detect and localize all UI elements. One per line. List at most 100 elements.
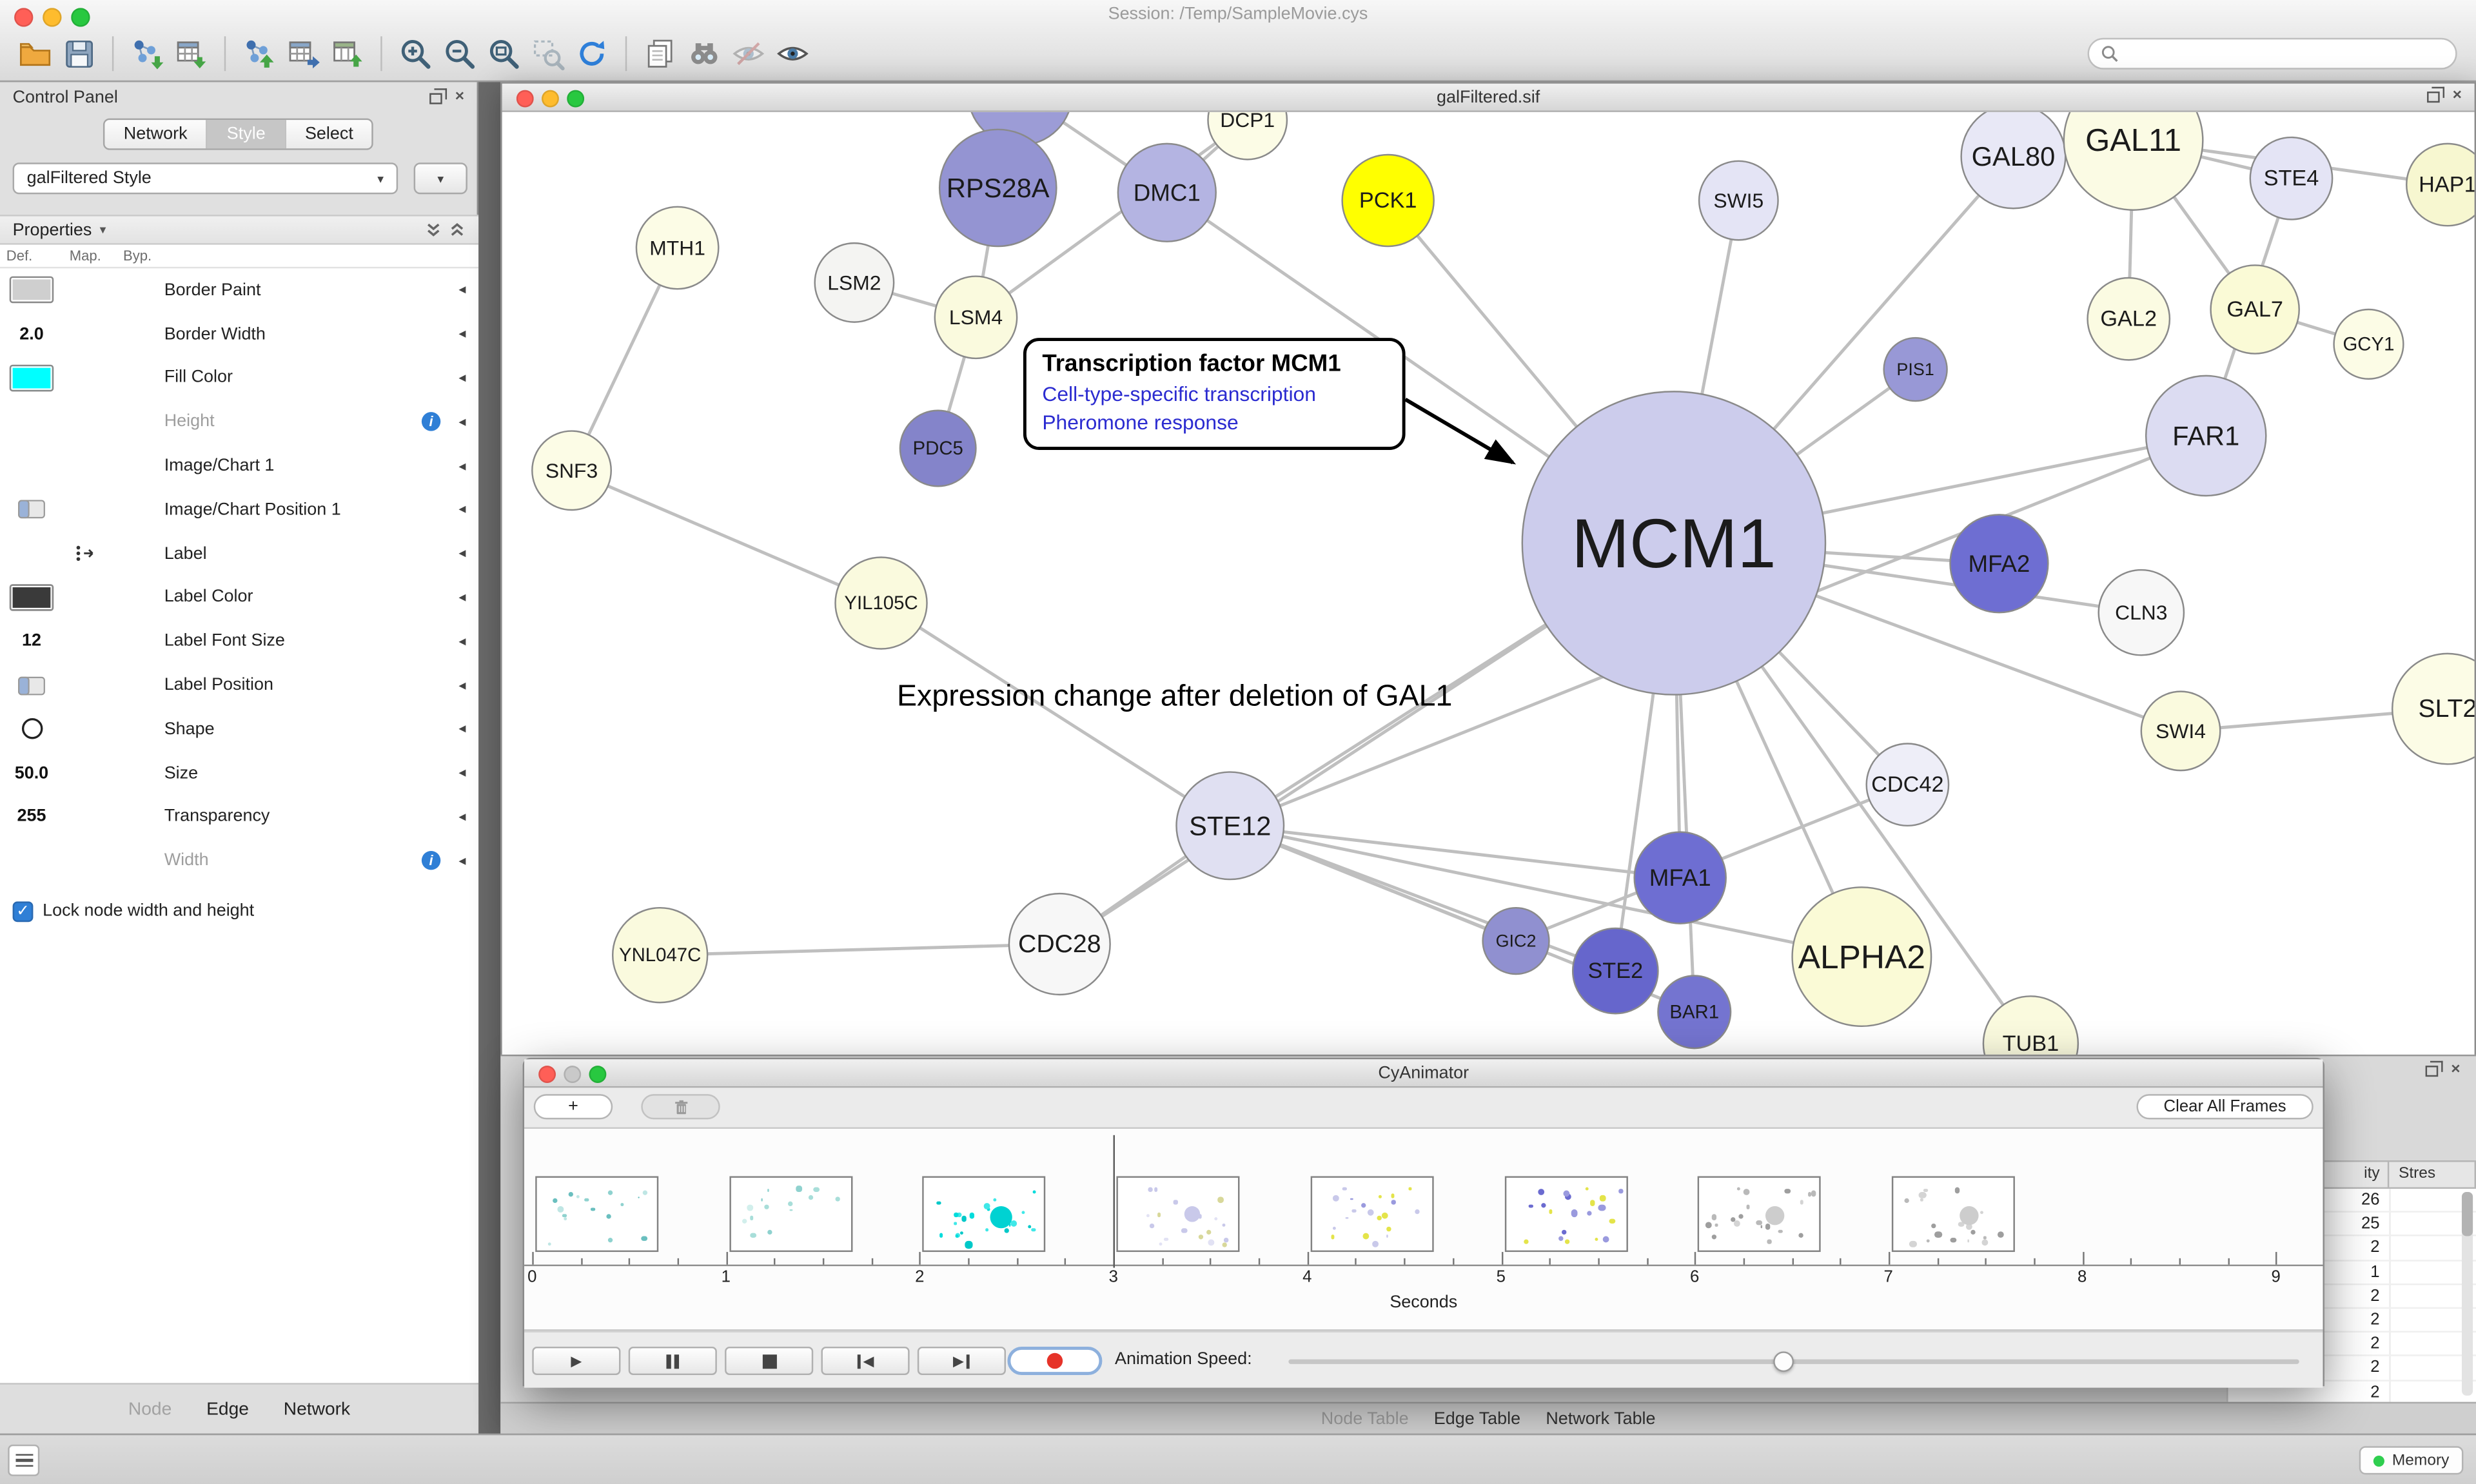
float-panel-icon[interactable] — [429, 87, 447, 104]
expand-row-icon[interactable]: ◂ — [458, 457, 466, 473]
node-LSM4[interactable]: LSM4 — [934, 275, 1018, 360]
node-SWI5[interactable]: SWI5 — [1698, 160, 1779, 241]
zoom-window-icon[interactable] — [71, 8, 90, 27]
search-input[interactable] — [2127, 44, 2456, 63]
export-table-button[interactable] — [281, 32, 326, 76]
style-tab-edge[interactable]: Edge — [206, 1400, 249, 1419]
expand-row-icon[interactable]: ◂ — [458, 369, 466, 386]
tab-edge-table[interactable]: Edge Table — [1433, 1409, 1521, 1429]
column-header[interactable]: ity — [2228, 1162, 2390, 1187]
style-options-button[interactable]: ▾ — [413, 162, 467, 195]
lock-size-checkbox[interactable]: ✓ — [12, 901, 34, 922]
float-window-icon[interactable] — [2427, 86, 2445, 102]
expand-row-icon[interactable]: ◂ — [458, 589, 466, 605]
node-FAR1[interactable]: FAR1 — [2145, 375, 2267, 497]
node-MFA2[interactable]: MFA2 — [1949, 514, 2049, 614]
close-panel-icon[interactable]: × — [455, 88, 465, 106]
node-MTH1[interactable]: MTH1 — [635, 206, 720, 290]
zoom-window-icon[interactable] — [567, 90, 585, 108]
zoom-out-button[interactable] — [437, 32, 482, 76]
expand-row-icon[interactable]: ◂ — [458, 720, 466, 737]
expand-row-icon[interactable]: ◂ — [458, 764, 466, 781]
zoom-in-button[interactable] — [393, 32, 438, 76]
task-history-button[interactable] — [8, 1444, 40, 1476]
add-frame-button[interactable]: + — [533, 1094, 613, 1120]
delete-frame-button[interactable] — [641, 1094, 720, 1120]
style-selector-dropdown[interactable]: galFiltered Style ▾ — [12, 162, 398, 195]
animation-speed-slider[interactable] — [1288, 1347, 2299, 1375]
node-DMC1[interactable]: DMC1 — [1117, 142, 1217, 242]
zoom-window-icon[interactable] — [589, 1066, 607, 1084]
column-header[interactable]: Stres — [2399, 1165, 2436, 1183]
property-row-border-paint[interactable]: Border Paint◂ — [0, 268, 478, 312]
playhead[interactable] — [1113, 1135, 1115, 1268]
first-neighbors-button[interactable] — [682, 32, 727, 76]
tab-network-table[interactable]: Network Table — [1546, 1409, 1656, 1429]
window-traffic-lights[interactable] — [516, 90, 589, 108]
node-YNL047C[interactable]: YNL047C — [611, 906, 709, 1004]
table-row[interactable]: 26 — [2228, 1189, 2476, 1213]
save-session-button[interactable] — [57, 32, 101, 76]
table-row[interactable]: 2 — [2228, 1284, 2476, 1309]
expand-all-icon[interactable] — [449, 221, 466, 239]
apply-layout-button[interactable] — [570, 32, 614, 76]
skip-to-start-button[interactable]: ◀ — [821, 1346, 910, 1376]
annotation-link[interactable]: Cell-type-specific transcription — [1042, 382, 1316, 406]
minimize-window-icon[interactable] — [43, 8, 62, 27]
property-row-fill-color[interactable]: Fill Color◂ — [0, 356, 478, 400]
pause-button[interactable] — [628, 1346, 717, 1376]
style-tab-node[interactable]: Node — [128, 1400, 172, 1419]
hide-selected-button[interactable] — [727, 32, 771, 76]
node-SLT2[interactable]: SLT2 — [2392, 652, 2475, 765]
property-row-label-position[interactable]: Label Position◂ — [0, 663, 478, 707]
tab-select[interactable]: Select — [284, 120, 373, 149]
search-field[interactable] — [2087, 37, 2457, 70]
property-row-image-chart-1[interactable]: Image/Chart 1◂ — [0, 444, 478, 488]
frame-thumbnail-0[interactable] — [535, 1176, 659, 1253]
frame-thumbnail-3[interactable] — [1116, 1176, 1240, 1253]
minimize-window-icon[interactable] — [542, 90, 559, 108]
property-row-shape[interactable]: Shape◂ — [0, 707, 478, 751]
import-table-button[interactable] — [169, 32, 213, 76]
export-network-button[interactable] — [237, 32, 281, 76]
expand-row-icon[interactable]: ◂ — [458, 325, 466, 342]
close-window-icon[interactable]: × — [2452, 86, 2462, 104]
expand-row-icon[interactable]: ◂ — [458, 676, 466, 693]
float-panel-icon[interactable] — [2426, 1060, 2443, 1076]
node-CDC28[interactable]: CDC28 — [1008, 892, 1111, 996]
collapse-all-icon[interactable] — [425, 221, 442, 239]
zoom-fit-button[interactable] — [482, 32, 526, 76]
node-GAL2[interactable]: GAL2 — [2087, 277, 2171, 361]
color-swatch[interactable] — [9, 277, 54, 304]
frame-thumbnail-2[interactable] — [923, 1176, 1046, 1253]
node-BAR1[interactable]: BAR1 — [1657, 975, 1732, 1050]
show-all-button[interactable] — [771, 32, 815, 76]
table-row[interactable]: 2 — [2228, 1309, 2476, 1333]
table-row[interactable]: 1 — [2228, 1260, 2476, 1285]
skip-to-end-button[interactable]: ▶ — [917, 1346, 1007, 1376]
node-HAP1[interactable]: HAP1 — [2406, 142, 2475, 227]
node-STE4[interactable]: STE4 — [2249, 136, 2334, 220]
node-GCY1[interactable]: GCY1 — [2333, 308, 2404, 380]
node-LSM2[interactable]: LSM2 — [814, 242, 895, 323]
style-tab-network[interactable]: Network — [283, 1400, 351, 1419]
frame-thumbnail-4[interactable] — [1310, 1176, 1434, 1253]
table-row[interactable]: 2 — [2228, 1356, 2476, 1381]
duplicate-network-button[interactable] — [638, 32, 682, 76]
node-SWI4[interactable]: SWI4 — [2140, 690, 2221, 772]
open-session-button[interactable] — [13, 32, 57, 76]
tab-node-table[interactable]: Node Table — [1321, 1409, 1409, 1429]
stop-button[interactable] — [725, 1346, 814, 1376]
minimize-window-icon[interactable] — [564, 1066, 582, 1084]
node-MFA1[interactable]: MFA1 — [1633, 831, 1727, 924]
window-traffic-lights[interactable] — [538, 1066, 611, 1084]
close-window-icon[interactable] — [538, 1066, 556, 1084]
slider-thumb[interactable] — [1773, 1351, 1794, 1372]
node-GAL80[interactable]: GAL80 — [1960, 112, 2067, 210]
node-PIS1[interactable]: PIS1 — [1883, 337, 1948, 402]
export-image-button[interactable] — [325, 32, 369, 76]
close-window-icon[interactable] — [516, 90, 534, 108]
